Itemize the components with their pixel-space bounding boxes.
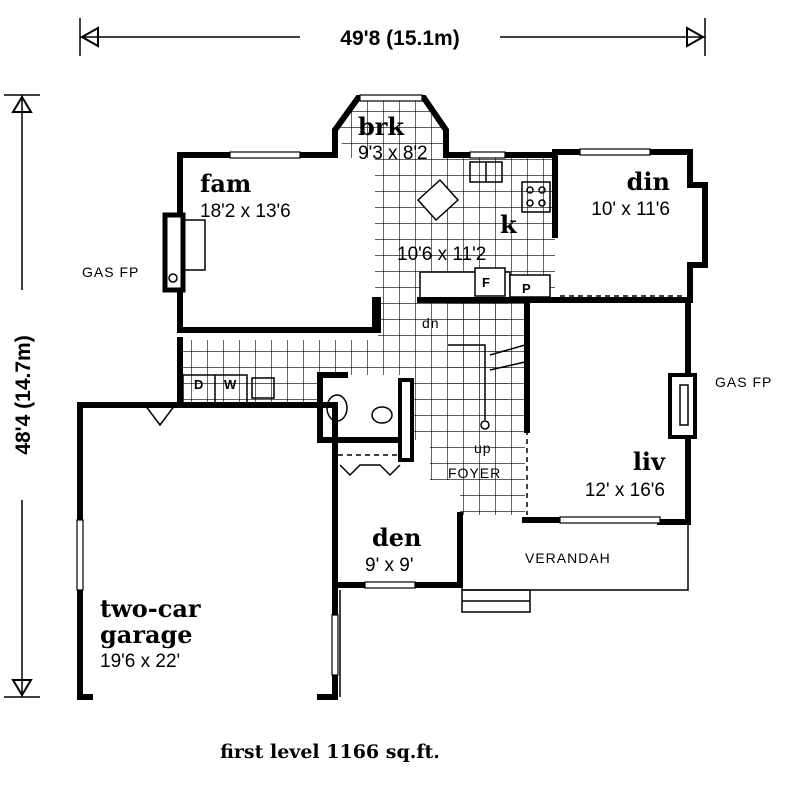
room-din: din 10' x 11'6	[591, 167, 670, 220]
floor-level-caption: first level 1166 sq.ft.	[220, 741, 440, 763]
pantry-label: P	[522, 281, 531, 296]
room-name: k	[500, 210, 518, 239]
room-kitchen: k 10'6 x 11'2	[397, 210, 518, 265]
room-liv: liv 12' x 16'6	[585, 447, 666, 501]
room-size: 18'2 x 13'6	[200, 201, 291, 222]
room-size: 12' x 16'6	[585, 480, 665, 501]
dryer-label: D	[194, 377, 203, 392]
gas-fireplace-liv-label: GAS FP	[715, 374, 772, 390]
overall-depth-label: 48'4 (14.7m)	[12, 335, 35, 454]
room-name: brk	[358, 112, 405, 141]
depth-dimension: 48'4 (14.7m)	[4, 94, 40, 698]
room-size: 19'6 x 22'	[100, 651, 180, 672]
room-name: fam	[200, 169, 251, 198]
gas-fireplace-fam-label: GAS FP	[82, 264, 139, 280]
room-fam: fam 18'2 x 13'6	[200, 169, 291, 222]
room-name: din	[627, 167, 670, 196]
room-den: den 9' x 9'	[365, 523, 422, 576]
walls	[76, 94, 708, 700]
stairs-down-label: dn	[422, 315, 440, 331]
overall-width-label: 49'8 (15.1m)	[340, 27, 459, 50]
room-garage: two-car garage 19'6 x 22'	[100, 594, 201, 672]
width-dimension: 49'8 (15.1m)	[79, 18, 706, 56]
room-size: 10'6 x 11'2	[397, 244, 486, 265]
room-size: 10' x 11'6	[591, 199, 670, 220]
fridge-label: F	[482, 275, 490, 290]
room-size: 9' x 9'	[365, 555, 413, 576]
foyer-label: FOYER	[448, 465, 501, 481]
room-brk: brk 9'3 x 8'2	[358, 112, 428, 164]
stairs-up-label: up	[474, 440, 492, 456]
room-name-line2: garage	[100, 620, 193, 649]
room-size: 9'3 x 8'2	[358, 143, 428, 164]
room-name: liv	[633, 447, 666, 476]
verandah-label: VERANDAH	[525, 550, 611, 566]
room-name: den	[372, 523, 422, 552]
room-name-line1: two-car	[100, 594, 201, 623]
washer-label: W	[224, 377, 237, 392]
